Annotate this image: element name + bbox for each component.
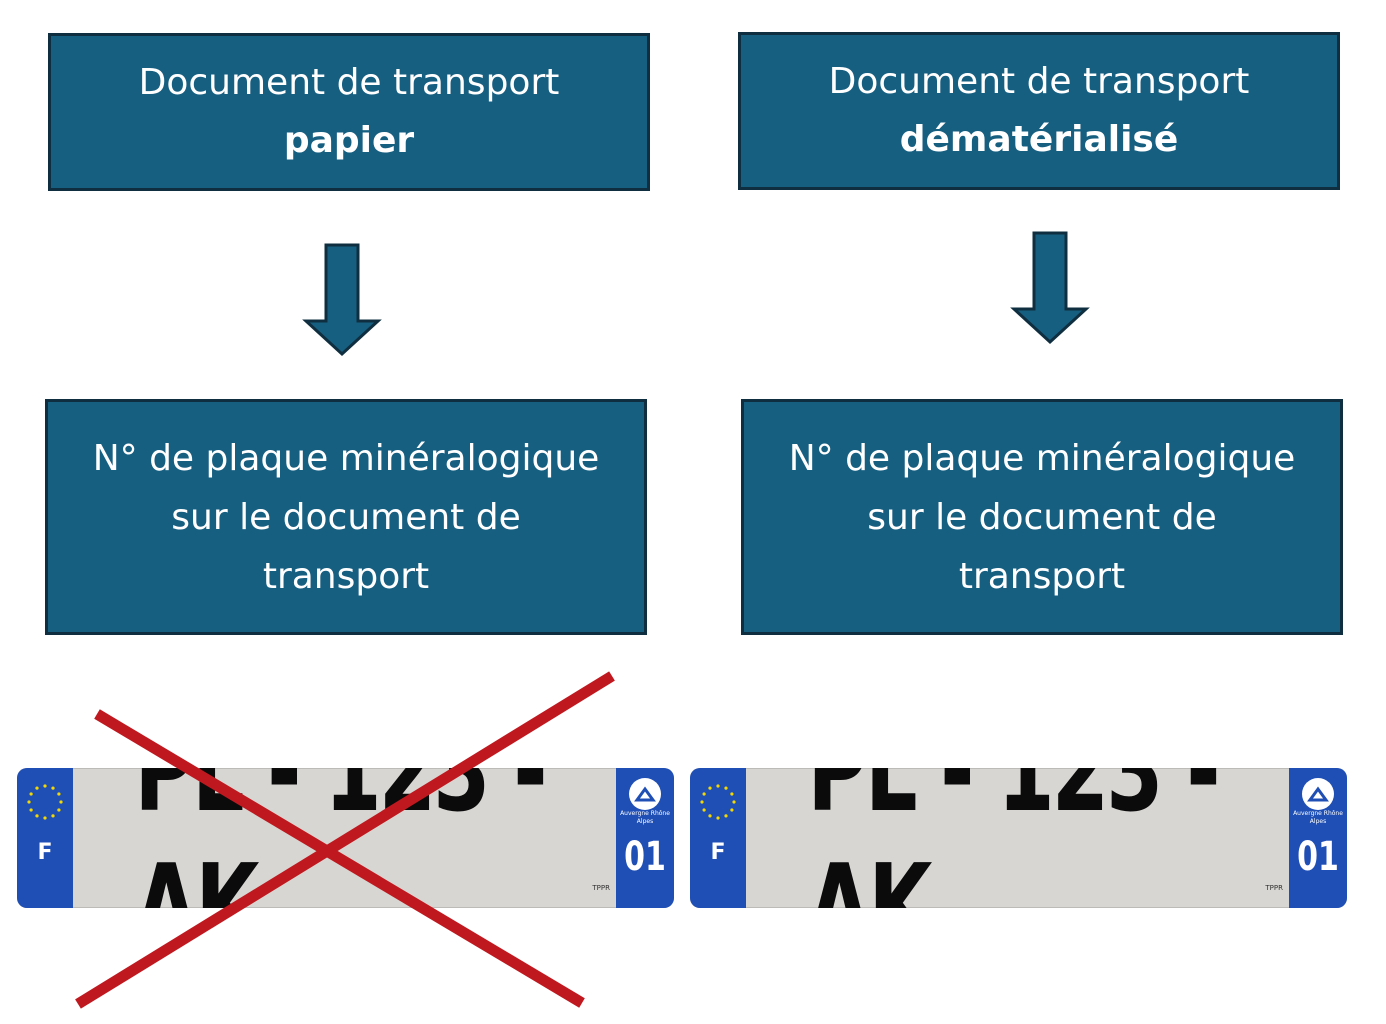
eu-band: F bbox=[17, 768, 73, 908]
eu-flag-icon bbox=[27, 784, 63, 820]
country-code: F bbox=[37, 840, 53, 865]
box-digital-line1: Document de transport bbox=[828, 61, 1250, 102]
box-plate-line2: sur le document de bbox=[867, 496, 1217, 538]
region-name: Auvergne Rhône Alpes bbox=[620, 810, 670, 825]
department-number: 01 bbox=[624, 834, 666, 880]
plate-maker: TPPR bbox=[592, 884, 610, 892]
down-arrow-icon bbox=[1010, 231, 1090, 345]
country-code: F bbox=[710, 840, 726, 865]
box-plate-line3: transport bbox=[958, 555, 1126, 597]
eu-flag-icon bbox=[700, 784, 736, 820]
plate-maker: TPPR bbox=[1265, 884, 1283, 892]
box-plate-line1: N° de plaque minéralogique bbox=[92, 437, 600, 479]
down-arrow-icon bbox=[302, 243, 382, 357]
box-plate-line3: transport bbox=[262, 555, 430, 597]
plate-number: PL - 123 - AK bbox=[807, 768, 1220, 908]
license-plate-left: F PL - 123 - AK TPPR Auvergne Rhône Alpe… bbox=[17, 768, 674, 908]
region-band: Auvergne Rhône Alpes 01 bbox=[616, 768, 674, 908]
box-plate-line2: sur le document de bbox=[171, 496, 521, 538]
region-logo-icon bbox=[1302, 778, 1334, 810]
license-plate-right: F PL - 123 - AK TPPR Auvergne Rhône Alpe… bbox=[690, 768, 1347, 908]
box-paper-document: Document de transport papier bbox=[48, 33, 650, 191]
box-plate-number-paper: N° de plaque minéralogique sur le docume… bbox=[45, 399, 647, 635]
department-number: 01 bbox=[1297, 834, 1339, 880]
box-plate-number-digital: N° de plaque minéralogique sur le docume… bbox=[741, 399, 1343, 635]
plate-number: PL - 123 - AK bbox=[134, 768, 547, 908]
region-band: Auvergne Rhône Alpes 01 bbox=[1289, 768, 1347, 908]
box-digital-document: Document de transport dématérialisé bbox=[738, 32, 1340, 190]
box-plate-line1: N° de plaque minéralogique bbox=[788, 437, 1296, 479]
region-name: Auvergne Rhône Alpes bbox=[1293, 810, 1343, 825]
box-paper-line2: papier bbox=[283, 120, 415, 161]
box-paper-line1: Document de transport bbox=[138, 62, 560, 103]
eu-band: F bbox=[690, 768, 746, 908]
region-logo-icon bbox=[629, 778, 661, 810]
box-digital-line2: dématérialisé bbox=[899, 119, 1179, 160]
